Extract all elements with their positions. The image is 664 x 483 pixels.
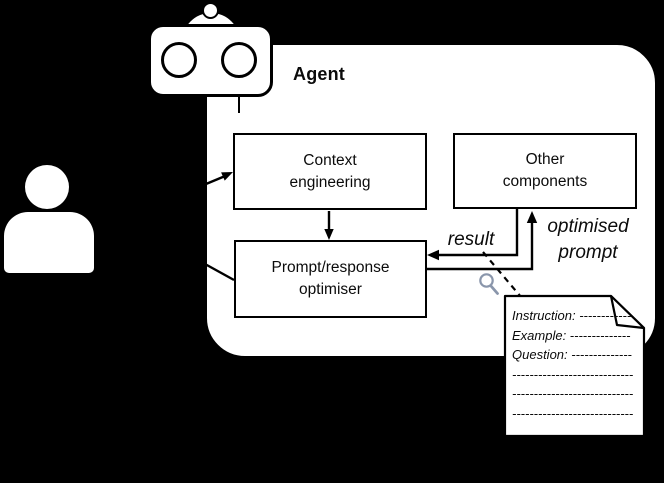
edge-label-result: result xyxy=(447,229,495,250)
person-head xyxy=(25,165,69,209)
note-line: Example: -------------- xyxy=(512,327,631,343)
folded-corner-icon xyxy=(609,294,646,330)
edge-label-line: optimised xyxy=(547,216,629,237)
robot-eye-right-icon xyxy=(221,42,257,78)
arrowhead xyxy=(427,249,439,261)
node-label-line: optimiser xyxy=(299,281,362,298)
node-label-line: Context xyxy=(303,151,357,169)
edge-optimised-prompt xyxy=(427,223,534,271)
edge-label-optimised-prompt: optimised prompt xyxy=(535,214,641,266)
edge-optimiser-to-user xyxy=(204,262,235,282)
agent-title: Agent xyxy=(293,64,345,84)
robot-antenna-icon xyxy=(201,1,219,19)
note-line: Instruction: ------------ xyxy=(512,308,632,323)
robot-eye-left-icon xyxy=(161,42,197,78)
node-label-line: engineering xyxy=(289,173,371,191)
note-content: Instruction: ------------ Example: -----… xyxy=(512,306,636,423)
note-line: ---------------------------- xyxy=(512,386,634,401)
node-label-line: components xyxy=(502,173,588,190)
note-page xyxy=(503,294,646,438)
edge-label-line: prompt xyxy=(558,242,618,263)
magnifier-icon xyxy=(479,273,499,295)
note-line: ---------------------------- xyxy=(512,366,634,382)
node-label-line: Other xyxy=(525,151,565,168)
note-line: ---------------------------- xyxy=(512,405,634,421)
person-body xyxy=(4,212,94,273)
edge-result xyxy=(439,209,519,257)
arrowhead xyxy=(324,229,334,240)
arrowhead xyxy=(526,211,538,223)
node-context-engineering: Context engineering xyxy=(233,133,427,210)
node-prompt-response-optimiser: Prompt/response optimiser xyxy=(234,240,427,318)
node-other-components: Other components xyxy=(453,133,637,209)
arrowhead xyxy=(221,172,233,181)
node-label-line: Prompt/response xyxy=(271,259,390,276)
note-line: Question: -------------- xyxy=(512,347,632,362)
edge-user-to-context xyxy=(205,175,225,186)
edge-zoom-callout-dashed xyxy=(482,251,522,298)
